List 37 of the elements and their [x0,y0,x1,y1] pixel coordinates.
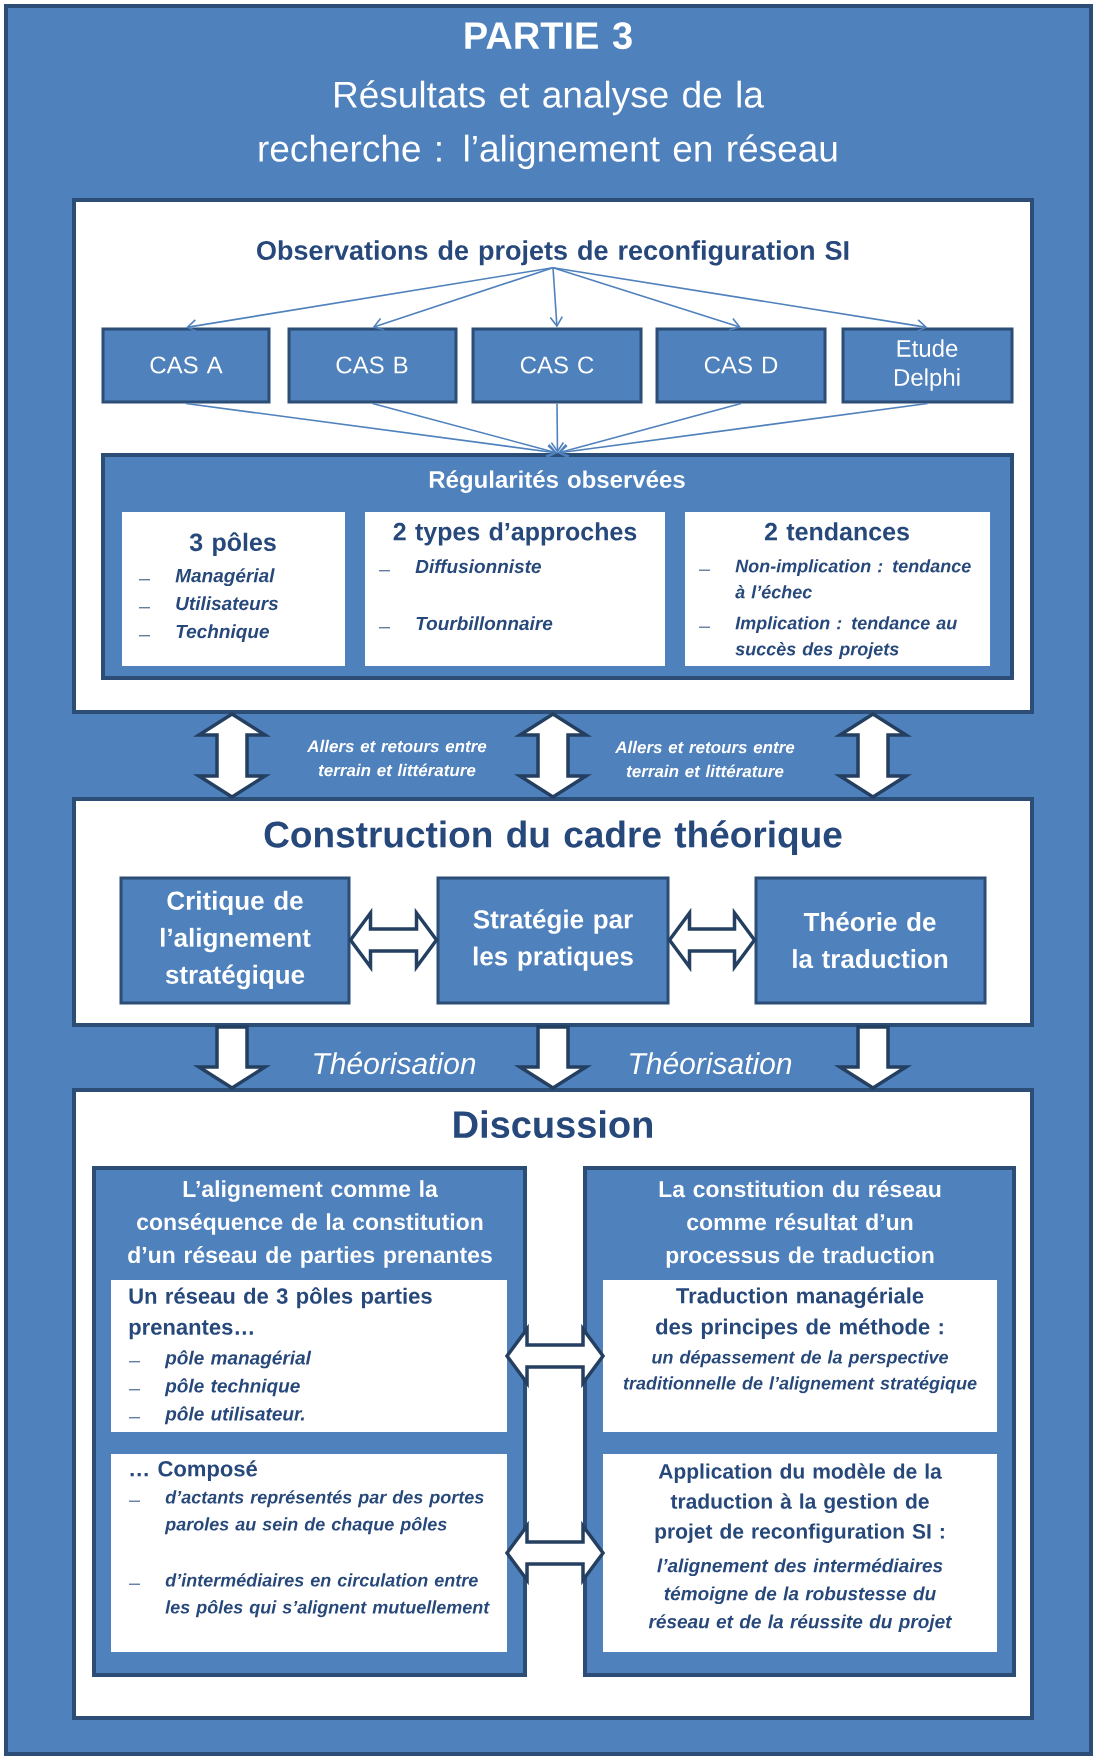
block-arrow [193,1025,271,1091]
concept-box: Théorie de la traduction [754,876,987,1005]
section-heading: Observations de projets de reconfiguration SI [257,240,849,266]
arrow [552,266,928,333]
text-box: 2 types d’approches Diffusionniste Tourbillonnaire [365,512,665,666]
text-box: Traduction managériale des principes de méthode : un dépassement de la perspective traditionnelle de l’alignement stratégique [603,1280,997,1432]
arrow [371,402,558,457]
case-box: Etude Delphi [841,327,1014,404]
arrow [549,266,564,328]
arrow [557,402,929,459]
block-arrow [514,1025,592,1091]
case-box: CAS C [471,327,643,404]
concept-box: Critique de l’alignement stratégique [119,876,351,1005]
arrow-label: Allers et retours entre terrain et littérature [306,739,487,777]
block-arrow [514,711,592,800]
arrow-label: Théorisation [630,1051,792,1075]
arrow-label: Allers et retours entre terrain et littérature [614,740,795,778]
arrow [550,402,565,453]
arrow [372,266,554,331]
block-arrow [667,907,757,973]
block-arrow [504,1323,606,1389]
block-arrow [504,1520,606,1586]
text-box: 2 tendances Non-implication : tendance à l’échec Implication : tendance au succès des projets [685,512,990,666]
case-box: CAS B [287,327,458,404]
arrow [186,266,554,333]
block-arrow [348,907,439,973]
case-box: CAS D [655,327,827,404]
arrow-label: Théorisation [314,1051,476,1075]
text-box: … Composé d’actants représentés par des portes paroles au sein de chaque pôles d’intermédiaires en circulation entre les pôles qui s’alignent mutuellement [111,1454,507,1652]
case-box: CAS A [101,327,271,404]
text-box: Application du modèle de la traduction à la gestion de projet de reconfiguration SI : l’alignement des intermédiaires témoigne de la robustesse du réseau et de la réussite du projet [603,1454,997,1652]
block-arrow [834,1025,912,1091]
text-box: 3 pôles Managérial Utilisateurs Technique [122,512,345,666]
text-box: Un réseau de 3 pôles parties prenantes… pôle managérial pôle technique pôle utilisateur. [111,1280,507,1432]
block-arrow [193,711,271,800]
block-arrow [834,711,912,800]
concept-box: Stratégie par les pratiques [436,876,670,1005]
